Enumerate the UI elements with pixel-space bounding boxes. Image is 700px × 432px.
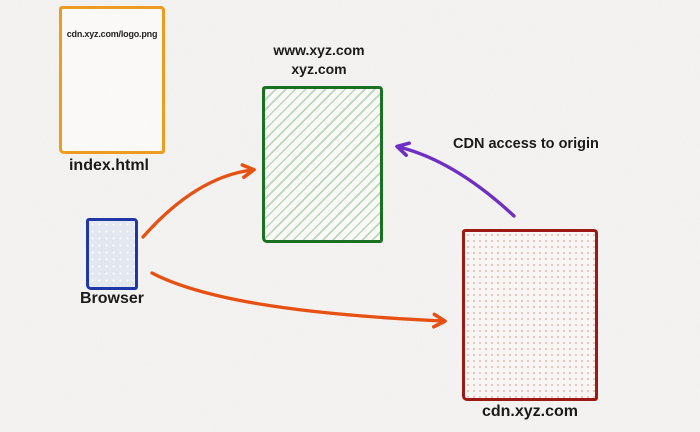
origin-box bbox=[262, 86, 383, 243]
index-html-label: index.html bbox=[68, 157, 149, 174]
logo-url-text: cdn.xyz.com/logo.png bbox=[66, 29, 158, 39]
cdn-box bbox=[462, 229, 598, 401]
origin-label-line1: www.xyz.com bbox=[273, 42, 365, 58]
browser-box bbox=[86, 218, 138, 290]
arrow-browser-to-origin bbox=[141, 163, 256, 239]
logo-box: cdn.xyz.com/logo.png bbox=[59, 6, 165, 154]
arrow-cdn-to-origin bbox=[395, 141, 516, 218]
origin-label: www.xyz.com xyz.com bbox=[248, 41, 390, 79]
cdn-label: cdn.xyz.com bbox=[481, 403, 579, 420]
cdn-access-label: CDN access to origin bbox=[453, 136, 599, 152]
browser-label: Browser bbox=[79, 290, 145, 307]
origin-label-line2: xyz.com bbox=[291, 61, 347, 77]
arrow-browser-to-cdn bbox=[150, 271, 447, 329]
